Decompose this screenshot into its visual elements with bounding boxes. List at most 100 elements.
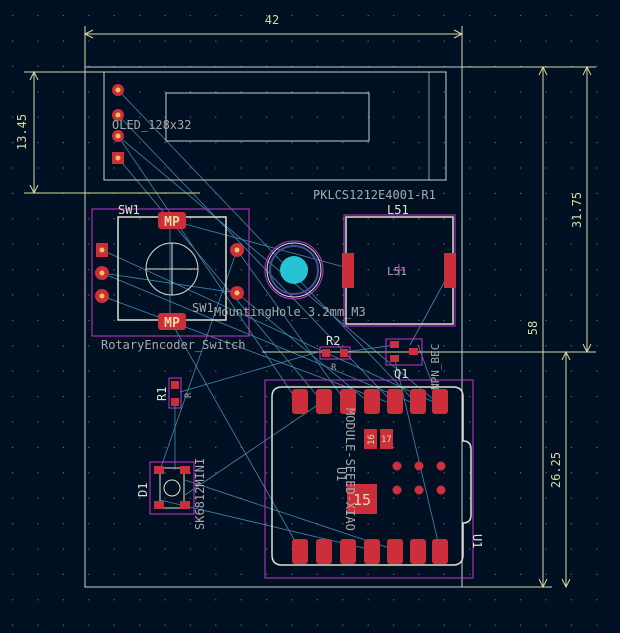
- grid-dot: [469, 523, 471, 525]
- grid-dot: [88, 269, 90, 271]
- grid-dot: [37, 599, 39, 601]
- u1-footprint[interactable]: 16 17 15 MODULE-SEEED-XIAO U1 U1: [264, 379, 484, 579]
- r2-footprint[interactable]: R2 R: [319, 334, 351, 373]
- grid-dot: [596, 548, 598, 550]
- grid-dot: [570, 243, 572, 245]
- grid-dot: [596, 472, 598, 474]
- sw1-footprint[interactable]: MP MP SW1 SW1 RotaryEncoder_Switch: [91, 203, 250, 352]
- grid-dot: [240, 167, 242, 169]
- q1-courtyard: [385, 338, 423, 366]
- grid-dot: [266, 345, 268, 347]
- grid-dot: [469, 497, 471, 499]
- grid-dot: [88, 218, 90, 220]
- grid-dot: [215, 370, 217, 372]
- grid-dot: [12, 91, 14, 93]
- grid-dot: [266, 599, 268, 601]
- q1-footprint[interactable]: Q1 NPN_BEC: [385, 338, 442, 390]
- grid-dot: [164, 573, 166, 575]
- grid-dot: [520, 599, 522, 601]
- grid-dot: [545, 167, 547, 169]
- grid-dot: [113, 142, 115, 144]
- grid-dot: [469, 294, 471, 296]
- grid-dot: [520, 243, 522, 245]
- grid-dot: [291, 40, 293, 42]
- grid-dot: [418, 40, 420, 42]
- grid-dot: [570, 15, 572, 17]
- grid-dot: [139, 91, 141, 93]
- grid-dot: [139, 472, 141, 474]
- grid-dot: [62, 446, 64, 448]
- grid-dot: [418, 599, 420, 601]
- oled-footprint[interactable]: OLED_128x32: [103, 71, 447, 181]
- grid-dot: [520, 116, 522, 118]
- grid-dot: [316, 192, 318, 194]
- l51-footprint[interactable]: PKLCS1212E4001-R1 L51 L51: [313, 188, 456, 327]
- u1-edge-pad: [364, 539, 380, 564]
- grid-dot: [240, 421, 242, 423]
- grid-dot: [37, 523, 39, 525]
- grid-dot: [596, 15, 598, 17]
- grid-dot: [139, 370, 141, 372]
- r1-footprint[interactable]: R1 R: [155, 377, 194, 409]
- grid-dot: [316, 15, 318, 17]
- grid-dot: [443, 243, 445, 245]
- d1-footprint[interactable]: D1 SK6812MINI: [136, 458, 207, 530]
- grid-dot: [266, 15, 268, 17]
- d1-pad: [180, 501, 190, 509]
- u1-edge-pad: [432, 389, 448, 414]
- grid-dot: [570, 192, 572, 194]
- grid-dot: [393, 573, 395, 575]
- u1-edge-pad: [340, 389, 356, 414]
- grid-dot: [596, 599, 598, 601]
- mounting-hole-courtyard: [264, 240, 324, 300]
- grid-dot: [367, 142, 369, 144]
- grid-dot: [418, 624, 420, 626]
- grid-dot: [443, 421, 445, 423]
- grid-dot: [596, 421, 598, 423]
- grid-dot: [266, 243, 268, 245]
- grid-dot: [139, 497, 141, 499]
- grid-dot: [215, 269, 217, 271]
- d1-value-label: SK6812MINI: [193, 458, 207, 530]
- grid-dot: [342, 116, 344, 118]
- grid-dot: [37, 370, 39, 372]
- grid-dot: [545, 142, 547, 144]
- grid-dot: [189, 497, 191, 499]
- grid-dot: [316, 218, 318, 220]
- grid-dot: [291, 243, 293, 245]
- grid-dot: [342, 472, 344, 474]
- mounting-hole-value-label: MountingHole_3.2mm_M3: [214, 305, 366, 319]
- grid-dot: [316, 116, 318, 118]
- grid-dot: [266, 472, 268, 474]
- u1-pad-16-label: 16: [367, 434, 377, 445]
- grid-dot: [240, 319, 242, 321]
- grid-dot: [596, 294, 598, 296]
- grid-dot: [596, 192, 598, 194]
- sw1-mp-label-bottom: MP: [164, 316, 180, 331]
- grid-dot: [12, 573, 14, 575]
- u1-bottom-pads: [292, 539, 448, 564]
- grid-dot: [37, 294, 39, 296]
- grid-dot: [291, 472, 293, 474]
- grid-dot: [418, 573, 420, 575]
- mounting-hole[interactable]: MountingHole_3.2mm_M3: [214, 240, 366, 319]
- grid-dot: [570, 523, 572, 525]
- grid-dot: [113, 294, 115, 296]
- grid-dot: [189, 370, 191, 372]
- dimension-width-label: 42: [265, 13, 279, 27]
- grid-dot: [12, 548, 14, 550]
- grid-dot: [342, 218, 344, 220]
- l51-ref-fab-label: L51: [387, 265, 407, 278]
- grid-dot: [469, 472, 471, 474]
- grid-dot: [215, 599, 217, 601]
- grid-dot: [342, 65, 344, 67]
- grid-dot: [37, 116, 39, 118]
- grid-dot: [545, 40, 547, 42]
- grid-dot: [164, 523, 166, 525]
- grid-dot: [12, 218, 14, 220]
- u1-thermal-pad: [392, 461, 402, 471]
- grid-dot: [469, 65, 471, 67]
- grid-dot: [139, 116, 141, 118]
- grid-dot: [240, 599, 242, 601]
